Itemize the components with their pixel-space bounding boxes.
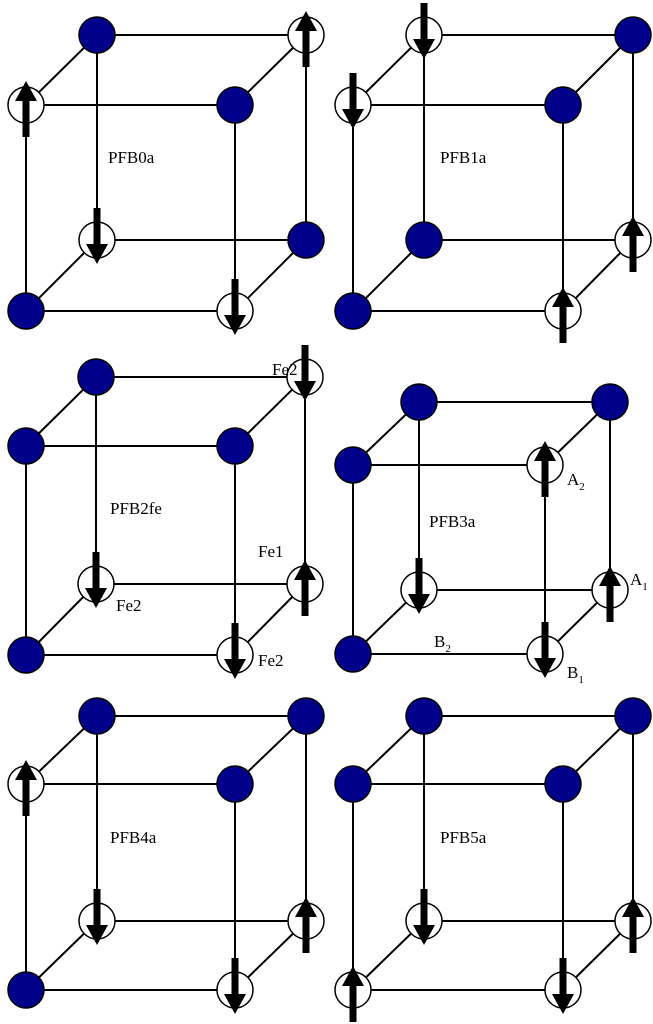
atom-fbl bbox=[334, 292, 372, 330]
spin-down-arrow-icon bbox=[534, 622, 556, 678]
site-label-bbl: Fe2 bbox=[116, 596, 142, 615]
spin-down-arrow-icon bbox=[342, 73, 364, 129]
spin-down-arrow-icon bbox=[85, 552, 107, 608]
panel-pfb0a: PFB0a bbox=[7, 11, 325, 335]
spin-down-arrow-icon bbox=[294, 345, 316, 401]
panel-label-pfb1a: PFB1a bbox=[440, 148, 487, 167]
atom-btl bbox=[405, 697, 443, 735]
panel-label-pfb2fe: PFB2fe bbox=[110, 499, 162, 518]
site-label-btr: Fe2 bbox=[272, 360, 298, 379]
atom-ftr bbox=[216, 427, 254, 465]
atom-bbr bbox=[287, 221, 325, 259]
atom-ftl bbox=[334, 446, 372, 484]
atom-btl bbox=[77, 358, 115, 396]
spin-up-arrow-icon bbox=[534, 441, 556, 497]
panel-pfb1a: PFB1a bbox=[334, 3, 652, 343]
panel-label-pfb5a: PFB5a bbox=[440, 828, 487, 847]
atom-btr bbox=[287, 697, 325, 735]
panel-pfb5a: PFB5a bbox=[334, 697, 652, 1022]
site-label-b2: B2 bbox=[434, 632, 451, 655]
spin-down-arrow-icon bbox=[224, 623, 246, 679]
panel-pfb2fe: PFB2fe Fe2 Fe1 Fe2 Fe2 bbox=[7, 345, 324, 679]
atom-fbl bbox=[334, 635, 372, 673]
spin-down-arrow-icon bbox=[552, 958, 574, 1014]
atom-ftl bbox=[334, 765, 372, 803]
atom-fbl bbox=[7, 971, 45, 1009]
spin-up-arrow-icon bbox=[15, 760, 37, 816]
site-label-fbr: Fe2 bbox=[258, 651, 284, 670]
atom-btl bbox=[78, 697, 116, 735]
spin-up-arrow-icon bbox=[622, 216, 644, 272]
atom-ftl bbox=[7, 427, 45, 465]
panel-label-pfb4a: PFB4a bbox=[110, 828, 157, 847]
panel-label-pfb3a: PFB3a bbox=[429, 512, 476, 531]
spin-up-arrow-icon bbox=[15, 81, 37, 137]
panel-pfb3a: PFB3a A2 A1 B2 B1 bbox=[334, 383, 648, 686]
atom-btr bbox=[614, 16, 652, 54]
spin-down-arrow-icon bbox=[86, 889, 108, 945]
atom-btl bbox=[78, 16, 116, 54]
panel-label-pfb0a: PFB0a bbox=[108, 148, 155, 167]
spin-down-arrow-icon bbox=[413, 889, 435, 945]
atom-ftr bbox=[544, 86, 582, 124]
atom-ftr bbox=[216, 86, 254, 124]
atom-ftr bbox=[216, 765, 254, 803]
atom-btr bbox=[614, 697, 652, 735]
atom-btr bbox=[591, 383, 629, 421]
atom-ftr bbox=[544, 765, 582, 803]
spin-up-arrow-icon bbox=[599, 566, 621, 622]
spin-down-arrow-icon bbox=[408, 558, 430, 614]
spin-down-arrow-icon bbox=[224, 279, 246, 335]
spin-up-arrow-icon bbox=[295, 11, 317, 67]
spin-up-arrow-icon bbox=[622, 897, 644, 953]
atom-fbl bbox=[7, 292, 45, 330]
site-label-a2: A2 bbox=[567, 470, 585, 493]
spin-down-arrow-icon bbox=[413, 3, 435, 59]
site-label-b1: B1 bbox=[567, 663, 584, 686]
atom-fbl bbox=[7, 636, 45, 674]
atom-bbl bbox=[405, 221, 443, 259]
atom-btl bbox=[400, 383, 438, 421]
spin-up-arrow-icon bbox=[552, 287, 574, 343]
spin-down-arrow-icon bbox=[86, 208, 108, 264]
spin-up-arrow-icon bbox=[342, 966, 364, 1022]
site-label-bbr: Fe1 bbox=[258, 542, 284, 561]
panel-pfb4a: PFB4a bbox=[7, 697, 325, 1014]
spin-down-arrow-icon bbox=[224, 958, 246, 1014]
site-label-a1: A1 bbox=[630, 570, 648, 593]
spin-up-arrow-icon bbox=[294, 560, 316, 616]
spin-up-arrow-icon bbox=[295, 897, 317, 953]
